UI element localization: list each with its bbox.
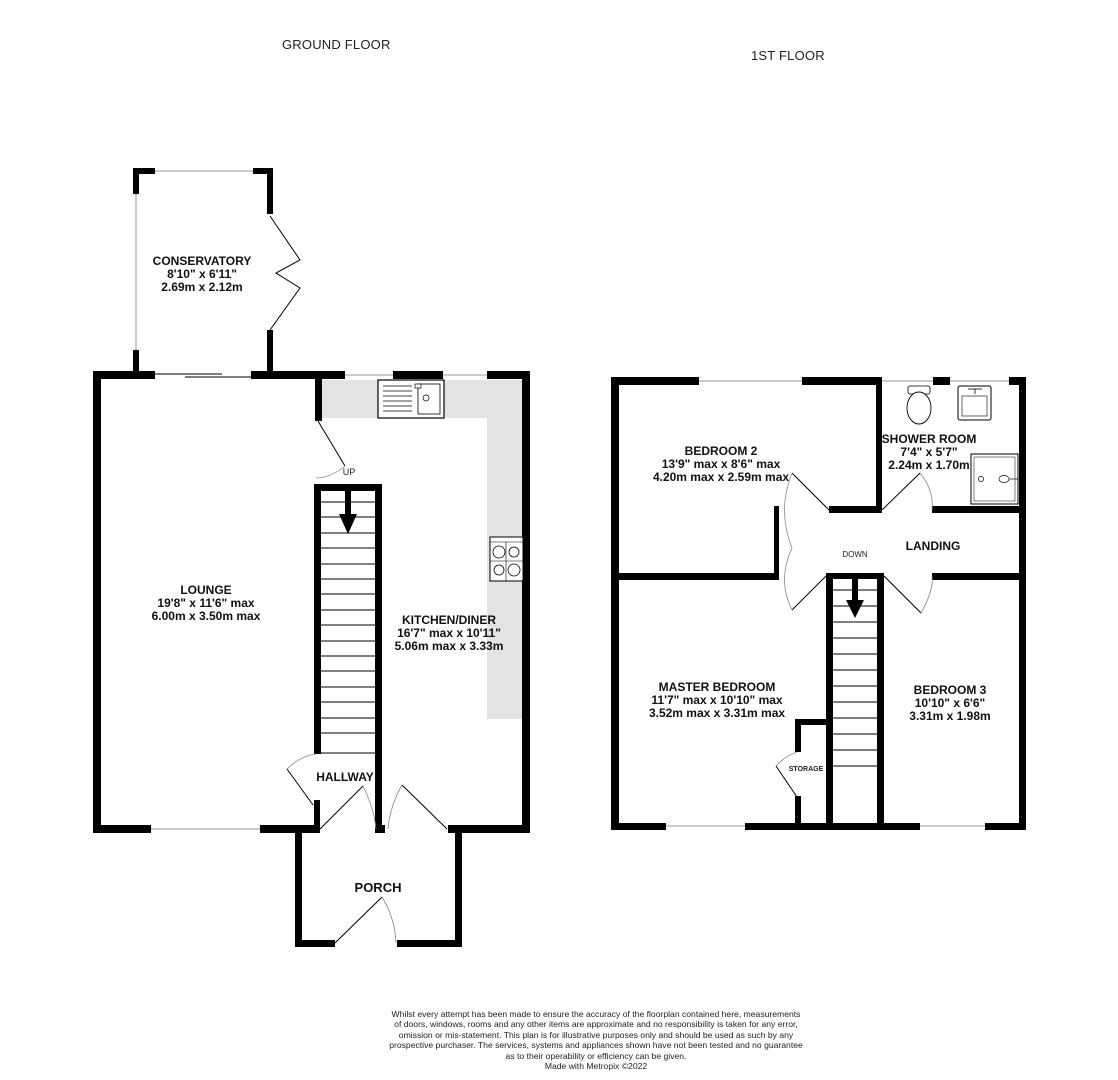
hallway-door-swing [362,785,377,830]
room-dim-imperial: 16'7" max x 10'11" [397,626,501,640]
room-dim-metric: 2.24m x 1.70m [888,458,970,472]
ground-floor-title: GROUND FLOOR [282,37,391,52]
stair-down-arrow-icon [339,491,357,534]
first-floor-plan [611,377,1026,830]
room-name: HALLWAY [316,770,374,784]
master-bedroom-label: MASTER BEDROOM 11'7" max x 10'10" max 3.… [649,681,785,720]
room-dim-imperial: 19'8" x 11'6" max [157,596,255,610]
disclaimer-line: of doors, windows, rooms and any other i… [394,1019,798,1030]
ground-outer-walls [93,371,530,833]
room-dim-imperial: 13'9" max x 8'6" max [661,457,781,471]
kitchen-porch-door-leaf [401,784,448,830]
room-name: KITCHEN/DINER [401,613,496,627]
master-door-leaf [791,575,827,611]
porch-label: PORCH [355,881,402,894]
ground-floor-plan [93,168,530,947]
credit-line: Made with Metropix ©2022 [544,1061,648,1072]
lounge-door-leaf [286,768,314,806]
room-name: LOUNGE [180,583,232,597]
shower-door-leaf [881,472,921,511]
room-name: BEDROOM 3 [913,683,987,697]
stair-down-arrow-first-icon [846,579,864,618]
room-name: LANDING [905,539,961,553]
stair-down-label: DOWN [842,550,868,559]
hallway-door-leaf [319,785,364,830]
room-name: SHOWER ROOM [881,432,977,446]
room-name: MASTER BEDROOM [658,680,776,694]
porch-front-door-swing [381,896,397,944]
stair-up-label: UP [342,467,356,477]
first-floor-title: 1ST FLOOR [751,48,825,63]
disclaimer-line: as to their operability or efficiency ca… [505,1050,687,1061]
lounge-label: LOUNGE 19'8" x 11'6" max 6.00m x 3.50m m… [152,584,261,623]
room-dim-metric: 4.20m max x 2.59m max [652,470,790,484]
room-dim-metric: 2.69m x 2.12m [161,280,243,294]
kitchen-porch-door-swing [387,784,403,830]
ground-staircase [321,501,375,754]
room-dim-imperial: 8'10" x 6'11" [167,267,237,281]
shower-room-label: SHOWER ROOM 7'4" x 5'7" 2.24m x 1.70m [882,433,977,472]
kitchen-door-leaf [317,420,346,467]
porch-front-door-leaf [334,896,383,944]
disclaimer-line: Whilst every attempt has been made to en… [391,1009,801,1019]
kitchen-door-swing [315,465,346,479]
shower-door-swing [919,472,933,511]
disclaimer-line: omission or mis-statement. This plan is … [398,1029,794,1040]
room-name: BEDROOM 2 [684,444,758,458]
room-name: CONSERVATORY [152,254,252,268]
landing-label: LANDING [906,540,961,553]
kitchen-label: KITCHEN/DINER 16'7" max x 10'11" 5.06m m… [395,614,504,653]
room-dim-metric: 3.31m x 1.98m [909,709,991,723]
conservatory-bifold-door [269,215,301,331]
room-dim-metric: 3.52m max x 3.31m max [648,706,786,720]
bedroom2-label: BEDROOM 2 13'9" max x 8'6" max 4.20m max… [653,445,789,484]
lounge-door-swing [286,753,317,770]
bedroom3-door-leaf [883,575,922,614]
storage-door-swing [775,751,798,767]
porch-walls [295,829,462,947]
disclaimer-line: prospective purchaser. The services, sys… [389,1040,803,1051]
room-dim-imperial: 7'4" x 5'7" [900,445,958,459]
shower-tray-icon [970,453,1019,505]
storage-label: STORAGE [788,766,824,773]
storage-door-leaf [775,765,798,798]
room-name: PORCH [354,880,402,895]
disclaimer: Whilst every attempt has been made to en… [380,1009,812,1071]
room-dim-imperial: 10'10" x 6'6" [914,696,986,710]
conservatory-walls [133,168,273,376]
room-dim-imperial: 11'7" max x 10'10" max [651,693,783,707]
kitchen-hob-icon [489,536,524,582]
bedroom2-door-swing [784,472,793,549]
bedroom2-door-leaf [791,472,830,511]
hallway-label: HALLWAY [316,771,374,784]
conservatory-label: CONSERVATORY 8'10" x 6'11" 2.69m x 2.12m [153,255,252,294]
kitchen-sink-icon [377,379,445,419]
toilet-icon [906,385,932,425]
room-dim-metric: 5.06m max x 3.33m [394,639,504,653]
master-door-swing [784,547,793,611]
basin-icon [957,385,992,421]
first-outer-walls [611,377,1026,830]
bedroom3-door-swing [920,575,933,614]
bedroom3-label: BEDROOM 3 10'10" x 6'6" 3.31m x 1.98m [909,684,990,723]
room-dim-metric: 6.00m x 3.50m max [151,609,261,623]
